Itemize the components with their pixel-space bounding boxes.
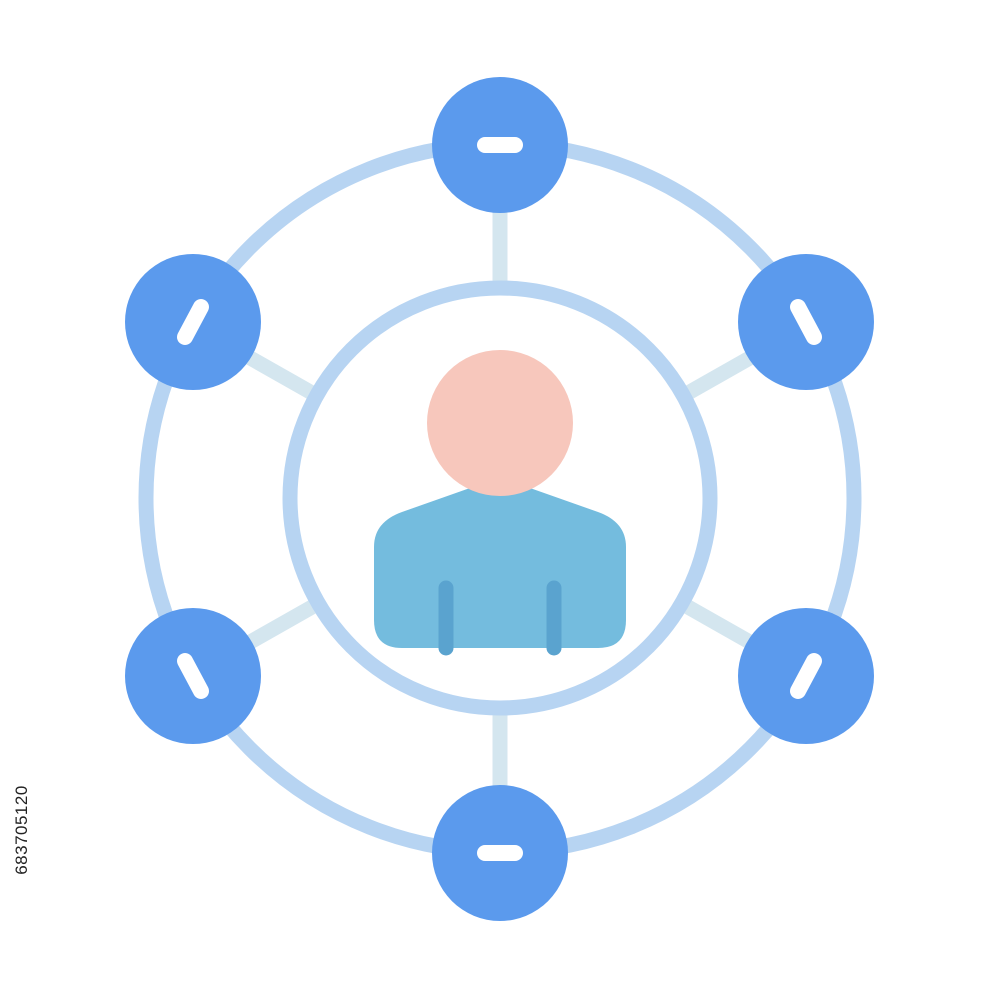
dash-icon xyxy=(177,653,209,699)
node-top xyxy=(432,77,568,213)
person-icon xyxy=(374,350,626,656)
node-upper-right xyxy=(738,254,874,390)
spoke-lower-right xyxy=(684,600,759,652)
spoke-upper-right xyxy=(684,348,759,400)
dash-icon xyxy=(790,653,822,699)
node-upper-left xyxy=(125,254,261,390)
stock-id-text: 683705120 xyxy=(12,785,31,875)
spoke-upper-left xyxy=(241,348,316,400)
stock-id-watermark: 683705120 xyxy=(10,765,34,895)
dash-icon xyxy=(177,299,209,345)
node-bottom xyxy=(432,785,568,921)
node-lower-left xyxy=(125,608,261,744)
person-body xyxy=(374,483,626,648)
person-head xyxy=(427,350,573,496)
spoke-lower-left xyxy=(241,600,316,652)
spokes xyxy=(241,210,759,790)
dash-icon xyxy=(790,299,822,345)
node-lower-right xyxy=(738,608,874,744)
